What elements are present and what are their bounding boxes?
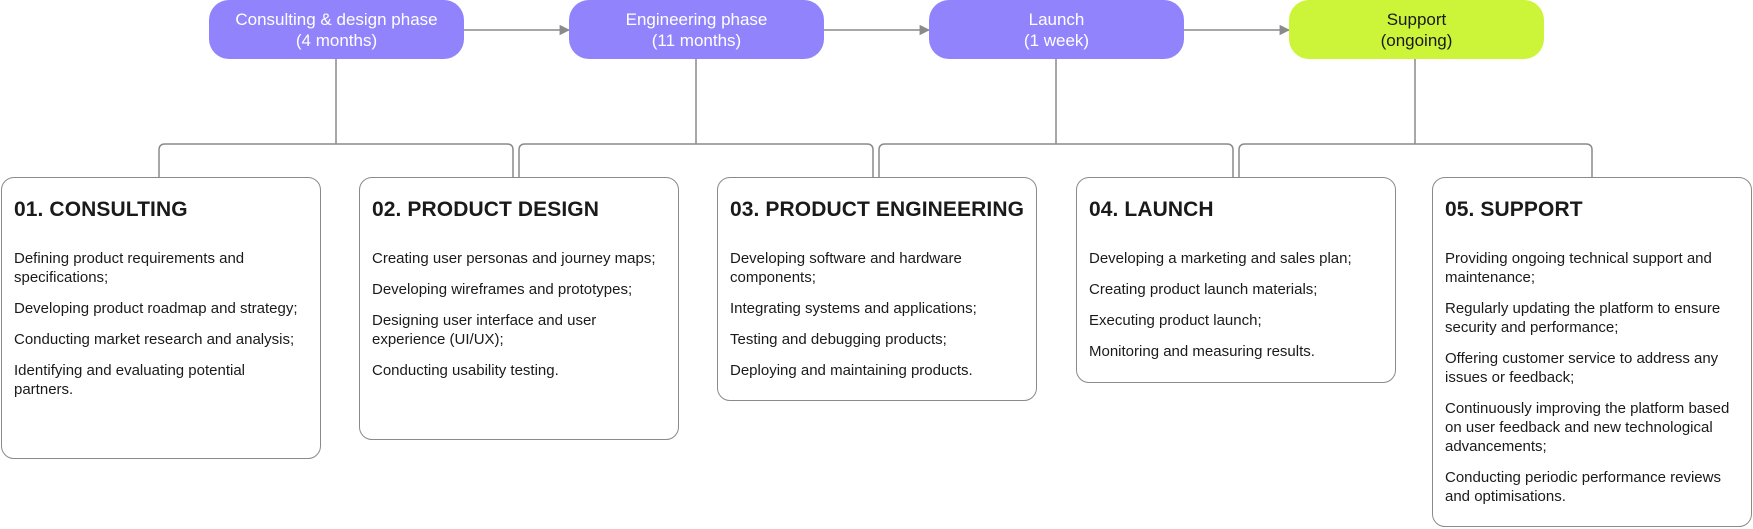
- stage-item: Developing wireframes and prototypes;: [372, 281, 633, 298]
- phase-name: Engineering phase: [625, 9, 768, 29]
- stage-item: Continuously improving the platform base…: [1445, 400, 1730, 455]
- stage-item: Conducting market research and analysis;: [14, 331, 295, 348]
- stage-item: Creating user personas and journey maps;: [372, 250, 656, 267]
- phase-duration: (11 months): [651, 30, 742, 50]
- stage-item: Monitoring and measuring results.: [1089, 343, 1315, 360]
- stage-item: Developing a marketing and sales plan;: [1089, 250, 1352, 267]
- stage-card-product-engineering: 03. PRODUCT ENGINEERING Developing softw…: [717, 177, 1037, 401]
- stage-item: Conducting periodic performance reviews …: [1445, 469, 1721, 505]
- stage-title: 03. PRODUCT ENGINEERING: [730, 198, 1025, 221]
- phase-name: Launch: [1028, 9, 1085, 29]
- stage-item: Testing and debugging products;: [730, 331, 947, 348]
- stage-item: Executing product launch;: [1089, 312, 1262, 329]
- stage-card-consulting: 01. CONSULTING Defining product requirem…: [1, 177, 321, 459]
- stage-item: Integrating systems and applications;: [730, 300, 977, 317]
- stage-title: 05. SUPPORT: [1445, 198, 1583, 221]
- stage-item: Deploying and maintaining products.: [730, 362, 973, 379]
- stage-item: Providing ongoing technical support and …: [1445, 250, 1712, 286]
- bracket-engineering: [518, 59, 874, 177]
- phase-support: Support (ongoing): [1289, 0, 1544, 59]
- stage-card-support: 05. SUPPORT Providing ongoing technical …: [1432, 177, 1752, 527]
- stage-item: Developing product roadmap and strategy;: [14, 300, 298, 317]
- stage-card-launch: 04. LAUNCH Developing a marketing and sa…: [1076, 177, 1396, 383]
- stage-card-product-design: 02. PRODUCT DESIGN Creating user persona…: [359, 177, 679, 440]
- stage-item: Defining product requirements and specif…: [14, 250, 245, 286]
- phase-duration: (4 months): [295, 30, 378, 50]
- bracket-consulting: [158, 59, 514, 177]
- stage-item: Designing user interface and user experi…: [372, 312, 597, 348]
- stage-item: Regularly updating the platform to ensur…: [1445, 300, 1721, 336]
- bracket-support: [1238, 59, 1593, 177]
- phase-duration: (ongoing): [1380, 30, 1453, 50]
- stage-item: Conducting usability testing.: [372, 362, 559, 379]
- phase-launch: Launch (1 week): [929, 0, 1184, 59]
- phase-name: Support: [1386, 9, 1447, 29]
- stage-item: Identifying and evaluating potential par…: [14, 362, 246, 398]
- stage-title: 04. LAUNCH: [1089, 198, 1214, 221]
- phase-name: Consulting & design phase: [235, 9, 438, 29]
- phase-engineering: Engineering phase (11 months): [569, 0, 824, 59]
- bracket-launch: [878, 59, 1234, 177]
- stage-item: Offering customer service to address any…: [1445, 350, 1719, 386]
- stage-item: Creating product launch materials;: [1089, 281, 1318, 298]
- stage-title: 02. PRODUCT DESIGN: [372, 198, 600, 221]
- phase-consulting-design: Consulting & design phase (4 months): [209, 0, 464, 59]
- stage-title: 01. CONSULTING: [14, 198, 188, 221]
- phase-duration: (1 week): [1023, 30, 1090, 50]
- stage-item: Developing software and hardware compone…: [730, 250, 962, 286]
